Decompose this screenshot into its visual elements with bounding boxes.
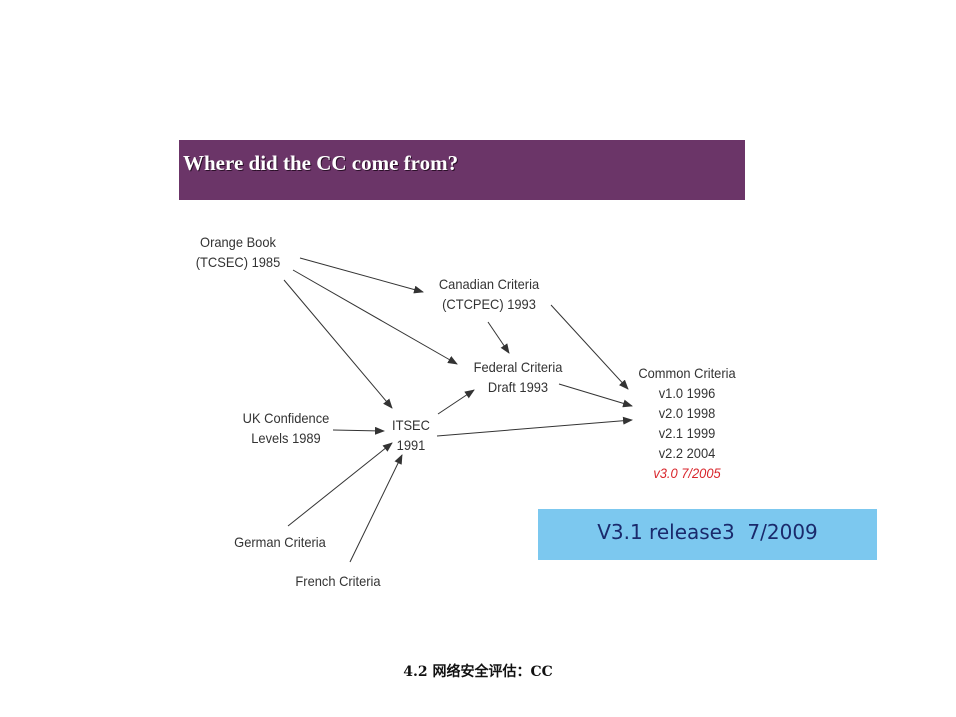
node-common-line-2: v1.0 1996 xyxy=(658,385,716,401)
slide-footer: 4.2 网络安全评估：CC xyxy=(403,664,553,680)
node-common-line-4: v2.1 1999 xyxy=(658,425,716,441)
node-common-line-5: v2.2 2004 xyxy=(658,445,716,461)
node-canadian-line-2: (CTCPEC) 1993 xyxy=(442,296,536,312)
node-uk-line-1: UK Confidence xyxy=(242,410,330,426)
edge-canadian-federal xyxy=(487,321,510,354)
node-common-criteria: Common Criteria v1.0 1996 v2.0 1998 v2.1… xyxy=(627,363,747,483)
node-common-latest-version: v3.0 7/2005 xyxy=(653,465,721,481)
edge-federal-common xyxy=(558,383,633,408)
node-french-line-1: French Criteria xyxy=(295,573,381,589)
node-federal-line-2: Draft 1993 xyxy=(487,379,549,395)
node-federal-criteria: Federal Criteria Draft 1993 xyxy=(461,357,575,397)
edge-uk-itsec xyxy=(332,426,385,435)
edge-itsec-common xyxy=(436,416,633,437)
edge-orange-federal xyxy=(292,269,458,365)
node-canadian-criteria: Canadian Criteria (CTCPEC) 1993 xyxy=(426,274,553,314)
edge-orange-itsec xyxy=(283,279,393,409)
node-itsec-line-1: ITSEC xyxy=(392,417,430,433)
release-note-text: V3.1 release3 7/2009 xyxy=(597,520,818,544)
node-uk-line-2: Levels 1989 xyxy=(251,430,321,446)
slide-title: Where did the CC come from? xyxy=(183,151,459,175)
node-orange-book-line-1: Orange Book xyxy=(200,234,276,250)
node-canadian-line-1: Canadian Criteria xyxy=(438,276,540,292)
release-note-box: V3.1 release3 7/2009 xyxy=(538,509,877,560)
edge-german-itsec xyxy=(287,442,393,527)
edge-orange-canadian xyxy=(299,257,424,294)
edge-french-itsec xyxy=(349,454,403,563)
edge-itsec-federal xyxy=(437,389,475,415)
node-german-criteria: German Criteria xyxy=(221,532,339,552)
node-orange-book-line-2: (TCSEC) 1985 xyxy=(195,254,281,270)
node-common-line-3: v2.0 1998 xyxy=(658,405,716,421)
node-federal-line-1: Federal Criteria xyxy=(473,359,563,375)
node-common-line-1: Common Criteria xyxy=(638,365,736,381)
node-german-line-1: German Criteria xyxy=(234,534,326,550)
title-bar: Where did the CC come from? xyxy=(179,140,745,200)
node-itsec-line-2: 1991 xyxy=(396,437,426,453)
node-french-criteria: French Criteria xyxy=(281,571,395,591)
node-orange-book: Orange Book (TCSEC) 1985 xyxy=(183,232,293,272)
node-itsec: ITSEC 1991 xyxy=(381,415,442,455)
edge-canadian-common xyxy=(550,304,629,390)
node-uk-confidence: UK Confidence Levels 1989 xyxy=(229,408,343,448)
